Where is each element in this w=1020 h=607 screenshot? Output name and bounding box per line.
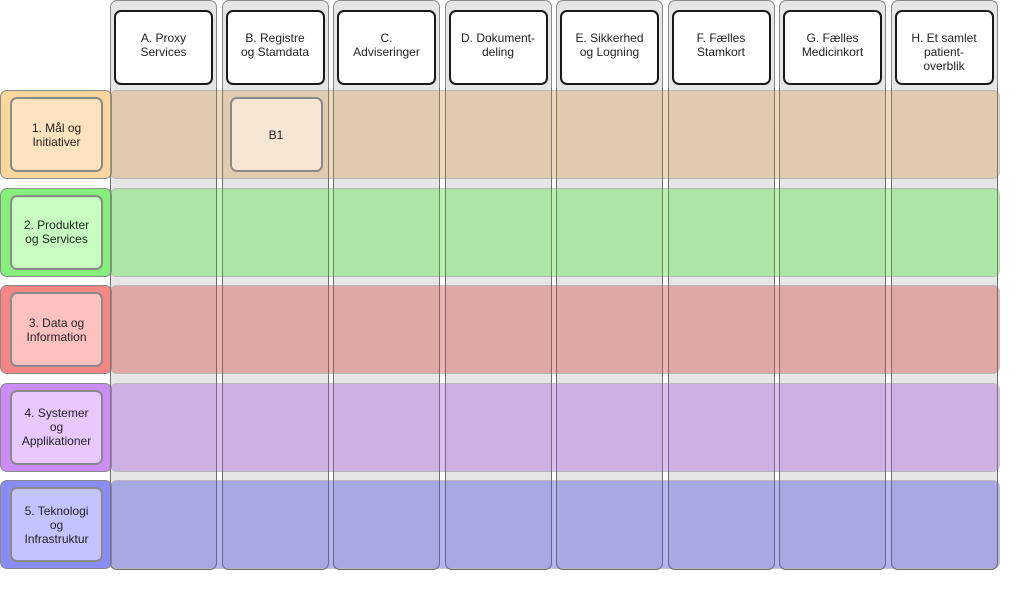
row-band-2 <box>110 187 1000 277</box>
column-divider <box>556 88 663 570</box>
row-label[interactable]: 1. Mål og Initiativer <box>10 97 103 172</box>
column-divider <box>333 88 440 570</box>
column-divider <box>890 88 998 570</box>
column-header[interactable]: H. Et samlet patient- overblik <box>894 10 994 85</box>
column-divider <box>667 88 775 570</box>
row-label[interactable]: 3. Data og Information <box>10 292 103 367</box>
column-divider <box>221 88 329 570</box>
row-label[interactable]: 4. Systemer og Applikationer <box>10 389 103 465</box>
row-label[interactable]: 2. Produkter og Services <box>10 194 103 270</box>
column-divider <box>779 88 886 570</box>
column-header[interactable]: D. Dokument- deling <box>448 10 548 85</box>
column-header[interactable]: E. Sikkerhed og Logning <box>560 10 659 85</box>
row-label[interactable]: 5. Teknologi og Infrastruktur <box>10 487 103 562</box>
column-header[interactable]: G. Fælles Medicinkort <box>783 10 882 85</box>
column-divider <box>110 88 217 570</box>
row-band-5 <box>110 480 1000 569</box>
column-header[interactable]: C. Adviseringer <box>337 10 436 85</box>
row-band-4 <box>110 382 1000 472</box>
column-header[interactable]: F. Fælles Stamkort <box>671 10 771 85</box>
column-divider <box>444 88 552 570</box>
cell-b1[interactable]: B1 <box>229 97 323 172</box>
column-header[interactable]: B. Registre og Stamdata <box>225 10 325 85</box>
column-header[interactable]: A. Proxy Services <box>114 10 213 85</box>
